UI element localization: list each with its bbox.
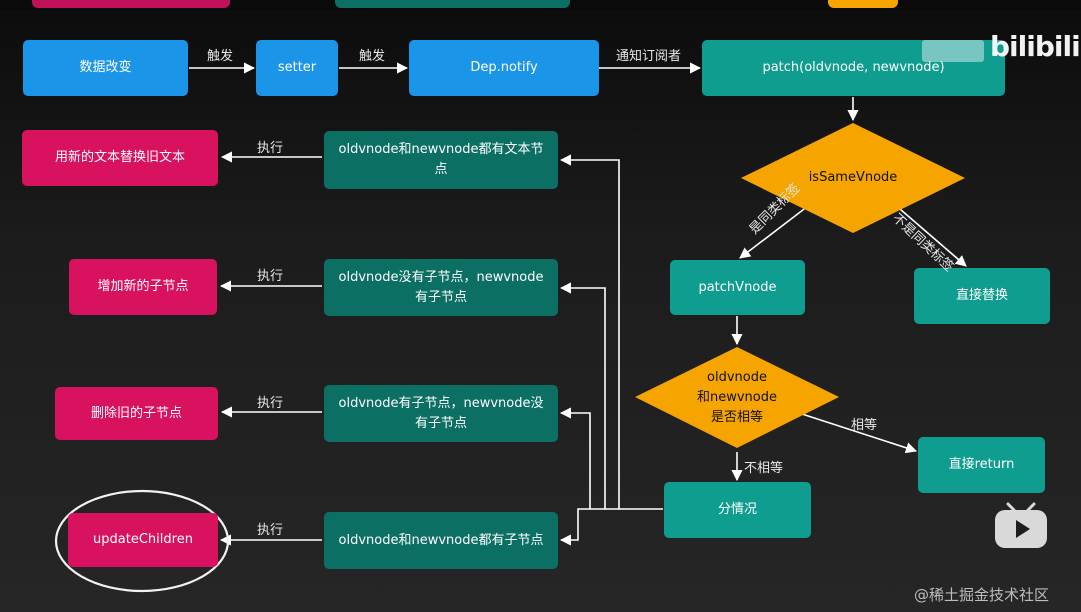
equal-check-line-2: 和newvnode xyxy=(696,390,777,405)
edge-notsame-to-replace xyxy=(892,202,967,267)
node-data-change: 数据改变 xyxy=(23,40,188,96)
strip-piece-teal xyxy=(335,0,570,8)
diamond-is-same-vnode-label: isSameVnode xyxy=(780,168,926,188)
node-case-both-text: oldvnode和newvnode都有文本节 点 xyxy=(324,131,558,189)
edge-split-to-case1 xyxy=(559,154,663,510)
edge-label-exec-4: 执行 xyxy=(257,523,284,538)
edge-label-exec-2: 执行 xyxy=(257,269,284,284)
edge-split-to-case4-path xyxy=(559,508,590,546)
edge-label-not-equal: 不相等 xyxy=(744,461,784,476)
node-dep-notify: Dep.notify xyxy=(409,40,599,96)
edge-split-to-case4 xyxy=(561,509,590,540)
node-data-change-label: 数据改变 xyxy=(79,60,132,75)
equal-check-line-1: oldvnode xyxy=(707,370,767,385)
tv-icon xyxy=(995,502,1047,548)
watermark: @稀土掘金技术社区 xyxy=(914,586,1050,604)
edge-label-trigger-2: 触发 xyxy=(359,49,386,64)
top-strip xyxy=(0,0,1081,10)
edge-same-to-patchvnode xyxy=(739,202,813,259)
node-direct-return-label: 直接return xyxy=(948,457,1015,472)
node-setter: setter xyxy=(256,40,338,96)
case-old-no-children-line-2: 有子节点 xyxy=(414,289,467,305)
node-case-old-children-new-none: oldvnode有子节点，newvnode没 有子节点 xyxy=(324,385,558,442)
node-act-update-children: updateChildren xyxy=(68,513,218,567)
is-same-vnode-text: isSameVnode xyxy=(808,170,898,185)
node-act-remove-children: 删除旧的子节点 xyxy=(55,387,218,440)
edge-label-exec-3: 执行 xyxy=(257,396,284,411)
edge-label-trigger-1: 触发 xyxy=(207,49,234,64)
node-case-old-no-children: oldvnode没有子节点，newvnode 有子节点 xyxy=(324,259,558,316)
case-both-text-line-1: oldvnode和newvnode都有文本节 xyxy=(338,142,544,157)
node-act-add-children: 增加新的子节点 xyxy=(69,259,217,315)
node-patch-label: patch(oldvnode, newvnode) xyxy=(762,60,945,75)
node-case-split: 分情况 xyxy=(664,482,811,538)
equal-check-line-3: 是否相等 xyxy=(710,410,763,425)
node-case-split-label: 分情况 xyxy=(717,502,757,517)
edge-label-exec-1: 执行 xyxy=(257,141,284,156)
node-case-both-children: oldvnode和newvnode都有子节点 xyxy=(324,512,558,569)
case-both-text-line-2: 点 xyxy=(434,162,448,177)
highlight-ellipse xyxy=(54,489,230,593)
diamond-equal-check-label: oldvnode 和newvnode 是否相等 xyxy=(672,367,802,429)
case-old-children-line-2: 有子节点 xyxy=(414,415,467,431)
strip-piece-orange xyxy=(828,0,898,8)
node-patch-vnode-label: patchVnode xyxy=(698,279,777,295)
edge-label-notify-subscribers: 通知订阅者 xyxy=(616,49,682,64)
act-add-children-label: 增加新的子节点 xyxy=(97,279,189,294)
node-direct-replace: 直接替换 xyxy=(914,268,1050,324)
edge-split-to-case2 xyxy=(559,282,619,510)
case-both-children-label: oldvnode和newvnode都有子节点 xyxy=(338,532,544,548)
node-dep-notify-label: Dep.notify xyxy=(470,60,538,75)
logo-blur xyxy=(922,40,984,62)
node-direct-replace-label: 直接替换 xyxy=(955,288,1008,303)
diamond-is-same-vnode xyxy=(741,123,965,233)
edge-split-to-case3 xyxy=(559,407,605,510)
act-replace-text-label: 用新的文本替换旧文本 xyxy=(54,150,185,165)
act-remove-children-label: 删除旧的子节点 xyxy=(90,405,182,421)
node-act-replace-text: 用新的文本替换旧文本 xyxy=(22,130,218,186)
edge-label-equal: 相等 xyxy=(851,418,878,433)
strip-piece-pink xyxy=(32,0,230,8)
node-direct-return: 直接return xyxy=(918,437,1045,493)
edge-equal-to-return xyxy=(801,413,918,454)
case-old-children-line-1: oldvnode有子节点，newvnode没 xyxy=(338,395,544,411)
diamond-equal-check xyxy=(635,347,839,448)
case-old-no-children-line-1: oldvnode没有子节点，newvnode xyxy=(338,269,544,285)
node-patch-vnode: patchVnode xyxy=(670,260,805,315)
act-update-children-label: updateChildren xyxy=(93,532,193,547)
bilibili-logo: bilibili xyxy=(990,30,1081,63)
node-setter-label: setter xyxy=(277,60,317,75)
